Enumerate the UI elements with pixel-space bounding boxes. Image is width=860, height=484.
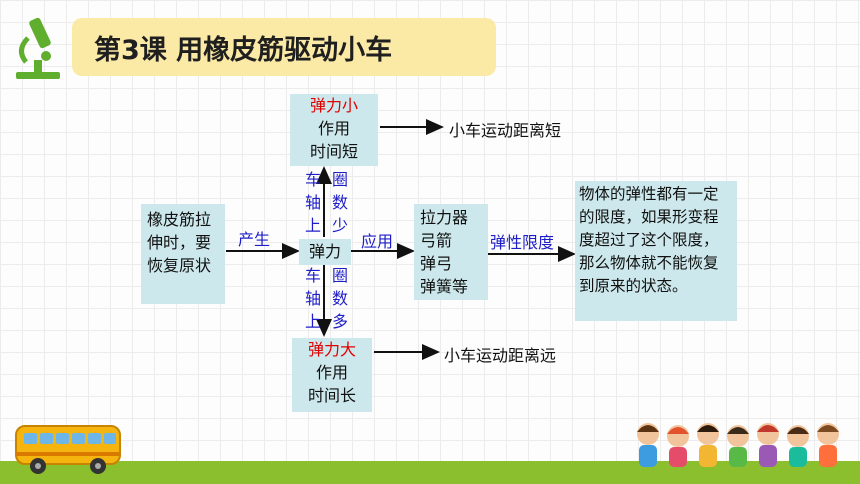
elastic-limit-text: 物体的弹性都有一定的限度，如果形变程度超过了这个限度，那么物体就不能恢复到原来的… bbox=[579, 185, 719, 295]
bottom-box-force: 弹力大 bbox=[307, 340, 356, 359]
bottom-left-label: 车轴上 bbox=[304, 266, 321, 331]
tool-item: 拉力器 bbox=[420, 208, 469, 227]
tool-item: 弓箭 bbox=[420, 231, 453, 250]
elastic-limit-label: 弹性限度 bbox=[490, 233, 555, 252]
elastic-limit-box: 物体的弹性都有一定的限度，如果形变程度超过了这个限度，那么物体就不能恢复到原来的… bbox=[575, 181, 737, 321]
start-box: 橡皮筋拉伸时，要恢复原状 bbox=[141, 204, 225, 304]
children-group-icon bbox=[628, 418, 856, 476]
top-box-force: 弹力小 bbox=[309, 96, 358, 115]
top-result: 小车运动距离短 bbox=[449, 121, 562, 140]
center-box-text: 弹力 bbox=[308, 242, 341, 261]
bottom-box: 弹力大 作用 时间长 bbox=[292, 338, 372, 412]
top-box: 弹力小 作用 时间短 bbox=[290, 94, 378, 166]
top-box-line: 时间短 bbox=[309, 142, 358, 161]
tool-item: 弹簧等 bbox=[420, 277, 469, 296]
top-box-line: 作用 bbox=[317, 119, 350, 138]
center-box: 弹力 bbox=[299, 239, 351, 265]
microscope-icon bbox=[12, 12, 64, 82]
bottom-box-line: 作用 bbox=[315, 363, 348, 382]
top-left-label: 车轴上 bbox=[304, 170, 321, 235]
school-bus-icon bbox=[12, 420, 122, 476]
bottom-box-line: 时间长 bbox=[307, 386, 356, 405]
page-title: 第3课 用橡皮筋驱动小车 bbox=[72, 18, 496, 76]
top-right-label: 圈数少 bbox=[331, 170, 348, 235]
tool-item: 弹弓 bbox=[420, 254, 453, 273]
apply-label: 应用 bbox=[361, 232, 394, 251]
produce-label: 产生 bbox=[238, 230, 271, 249]
start-box-text: 橡皮筋拉伸时，要恢复原状 bbox=[147, 210, 212, 275]
bottom-right-label: 圈数多 bbox=[331, 266, 348, 331]
tools-box: 拉力器 弓箭 弹弓 弹簧等 bbox=[414, 204, 488, 300]
bottom-result: 小车运动距离远 bbox=[444, 346, 557, 365]
